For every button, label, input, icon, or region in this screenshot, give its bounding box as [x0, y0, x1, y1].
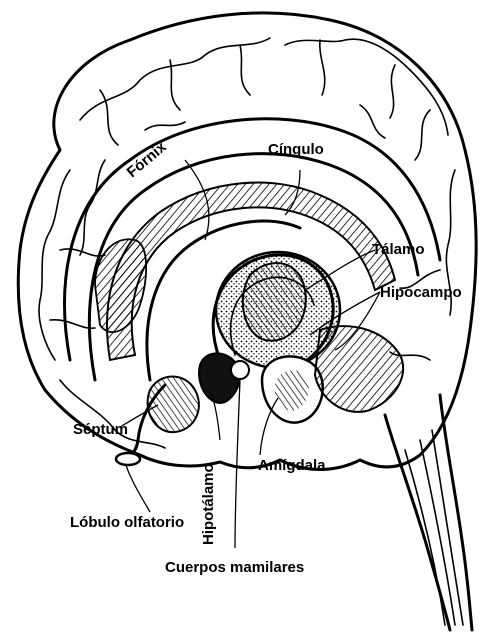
- olfactory-bulb: [116, 453, 140, 465]
- hypothalamus-shape: [199, 353, 240, 403]
- thalamus-hatch: [243, 263, 306, 341]
- temporal-lobe: [315, 326, 403, 412]
- label-amigdala: Amígdala: [258, 457, 326, 474]
- label-lobulo-olfatorio: Lóbulo olfatorio: [70, 514, 184, 531]
- label-septum: Séptum: [73, 421, 128, 438]
- septum-region: [148, 377, 199, 433]
- label-hipocampo: Hipocampo: [380, 284, 462, 301]
- mammillary-body: [231, 361, 249, 379]
- frontal-hatch-region: [95, 239, 146, 332]
- label-cuerpos-mamilares: Cuerpos mamilares: [165, 559, 304, 576]
- label-talamo: Tálamo: [372, 241, 425, 258]
- label-hipotalamo: Hipotálamo: [200, 463, 217, 545]
- label-cingulo: Cíngulo: [268, 141, 324, 158]
